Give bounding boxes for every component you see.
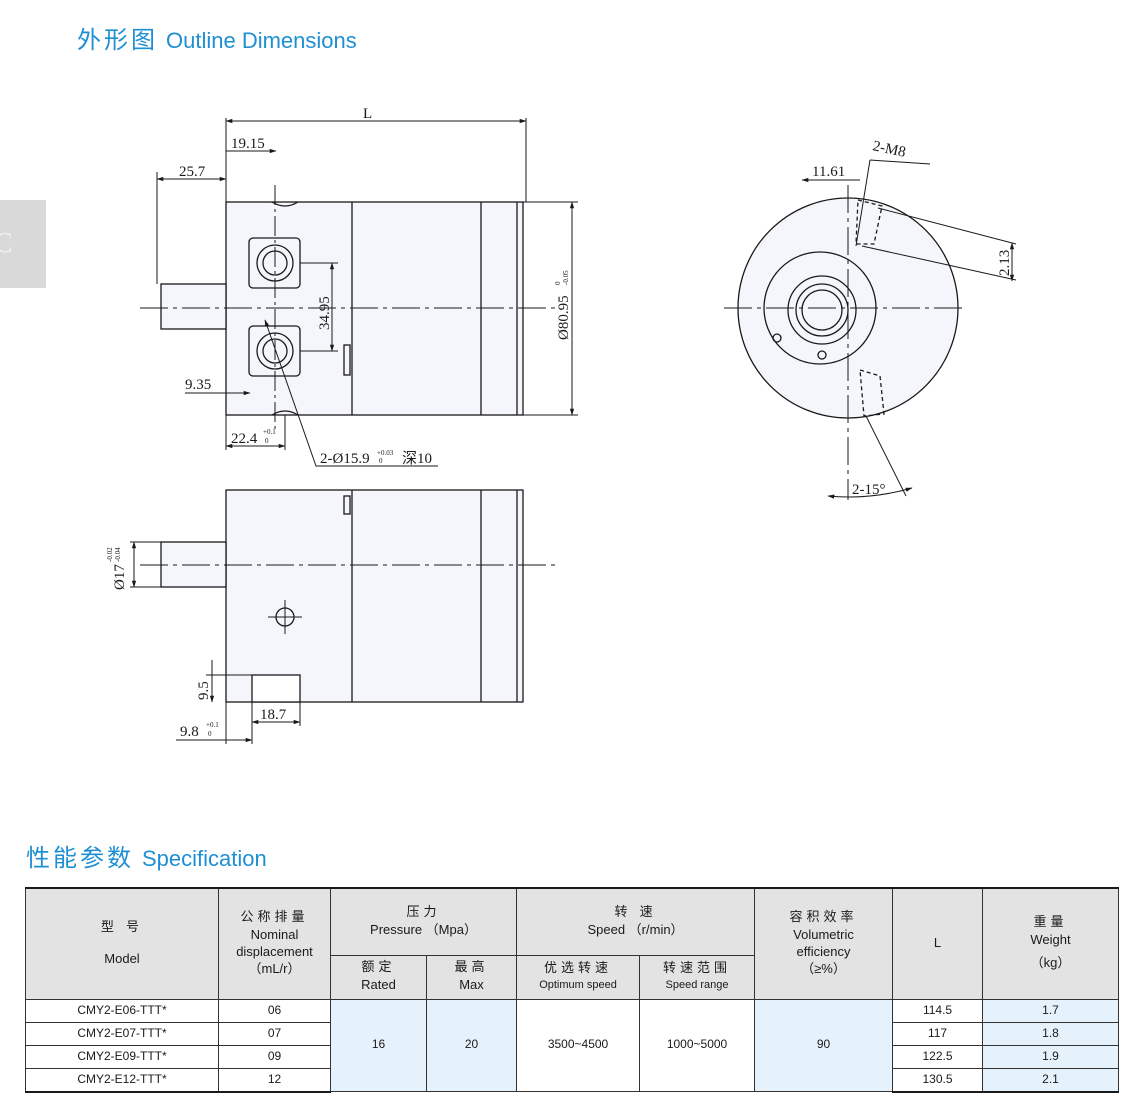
dim-body-tol-lower: -0.05 [562, 270, 570, 285]
dim-port-tol-lower: 0 [379, 457, 383, 465]
cell-L: 114.5 [892, 998, 984, 1023]
dim-9-8-tol-lower: 0 [208, 730, 212, 738]
dim-9-8-tol-upper: +0.1 [206, 721, 219, 729]
cell-weight: 1.8 [982, 1021, 1120, 1046]
dim-9-5: 9.5 [196, 681, 212, 700]
header-weight: 重量 Weight （kg） [982, 887, 1120, 1000]
outline-section-title: 外形图 Outline Dimensions [77, 20, 357, 55]
dim-22-4-tol-upper: +0.1 [263, 428, 276, 436]
dim-22-4-tol-lower: 0 [265, 437, 269, 445]
cell-max: 20 [425, 998, 518, 1092]
dim-19-15: 19.15 [231, 136, 265, 152]
cell-weight: 2.1 [982, 1067, 1120, 1093]
side-tab: C [0, 200, 46, 288]
dim-22-4: 22.4 [231, 431, 258, 447]
header-displacement: 公称排量 Nominal displacement （mL/r） [218, 887, 331, 1000]
dim-9-35: 9.35 [185, 377, 211, 393]
pump-body-side-view [225, 489, 524, 703]
cell-L: 117 [892, 1021, 984, 1046]
cell-efficiency: 90 [754, 998, 894, 1092]
dim-2-15deg: 2-15° [852, 482, 886, 498]
table-row: CMY2-E12-TTT* 12 130.5 2.1 [25, 1067, 1120, 1093]
cell-model: CMY2-E06-TTT* [25, 998, 219, 1023]
shaft-top-view [160, 283, 227, 330]
cell-optimum: 3500~4500 [516, 998, 641, 1092]
outline-title-zh: 外形图 [77, 26, 158, 54]
dim-port-tol-upper: +0.03 [377, 449, 394, 457]
cell-L: 130.5 [892, 1067, 984, 1093]
cell-model: CMY2-E09-TTT* [25, 1044, 219, 1069]
dim-25-7: 25.7 [179, 164, 206, 180]
table-row: CMY2-E07-TTT* 07 117 1.8 [25, 1021, 1120, 1046]
cell-displacement: 09 [218, 1044, 331, 1069]
cell-displacement: 07 [218, 1021, 331, 1046]
header-efficiency: 容积效率 Volumetric efficiency （≥%） [754, 887, 894, 1000]
dim-shaft-dia: Ø17 [112, 564, 128, 590]
spec-table: 型 号 Model 公称排量 Nominal displacement （mL/… [25, 887, 1120, 1093]
dim-port-note: 2-Ø15.9 [320, 451, 370, 467]
outline-title-en: Outline Dimensions [166, 28, 357, 53]
header-optimum: 优选转速 Optimum speed [516, 954, 641, 1000]
dim-L: L [363, 106, 372, 122]
dim-34-95: 34.95 [317, 296, 333, 330]
dim-body-tol-upper: 0 [554, 281, 562, 285]
cell-model: CMY2-E12-TTT* [25, 1067, 219, 1093]
cell-weight: 1.9 [982, 1044, 1120, 1069]
header-rated: 额定 Rated [330, 954, 427, 1000]
header-pressure: 压力 Pressure （Mpa） [329, 887, 518, 956]
spec-section-title: 性能参数 Specification [26, 838, 267, 873]
header-max: 最高 Max [425, 954, 518, 1000]
dim-9-8: 9.8 [180, 724, 199, 740]
cell-weight: 1.7 [982, 998, 1120, 1023]
dim-port-depth: 深10 [402, 450, 432, 467]
cell-model: CMY2-E07-TTT* [25, 1021, 219, 1046]
cell-L: 122.5 [892, 1044, 984, 1069]
dim-2-m8: 2-M8 [871, 138, 907, 161]
table-row: CMY2-E06-TTT* 06 16 20 3500~4500 1000~50… [25, 998, 1120, 1092]
cell-displacement: 06 [218, 998, 331, 1023]
outline-drawing: L 19.15 25.7 34.95 9.35 22.4 +0.1 0 2-Ø1… [106, 106, 1017, 744]
dim-2-13: 2.13 [997, 250, 1013, 276]
header-L: L [892, 887, 984, 1000]
header-range: 转速范围 Speed range [639, 954, 756, 1000]
dim-shaft-tol-lower: -0.04 [114, 547, 122, 562]
dim-body-dia: Ø80.95 [556, 295, 572, 340]
header-speed: 转 速 Speed （r/min） [516, 887, 756, 956]
dim-shaft-tol-upper: -0.02 [106, 547, 114, 562]
cell-rated: 16 [330, 998, 427, 1092]
dim-11-61: 11.61 [812, 164, 845, 180]
spec-title-zh: 性能参数 [26, 844, 134, 872]
cell-displacement: 12 [218, 1067, 331, 1093]
cell-range: 1000~5000 [639, 998, 756, 1092]
spec-title-en: Specification [142, 846, 267, 871]
header-model: 型 号 Model [25, 887, 219, 1000]
dim-18-7: 18.7 [260, 707, 287, 723]
table-row: CMY2-E09-TTT* 09 122.5 1.9 [25, 1044, 1120, 1069]
